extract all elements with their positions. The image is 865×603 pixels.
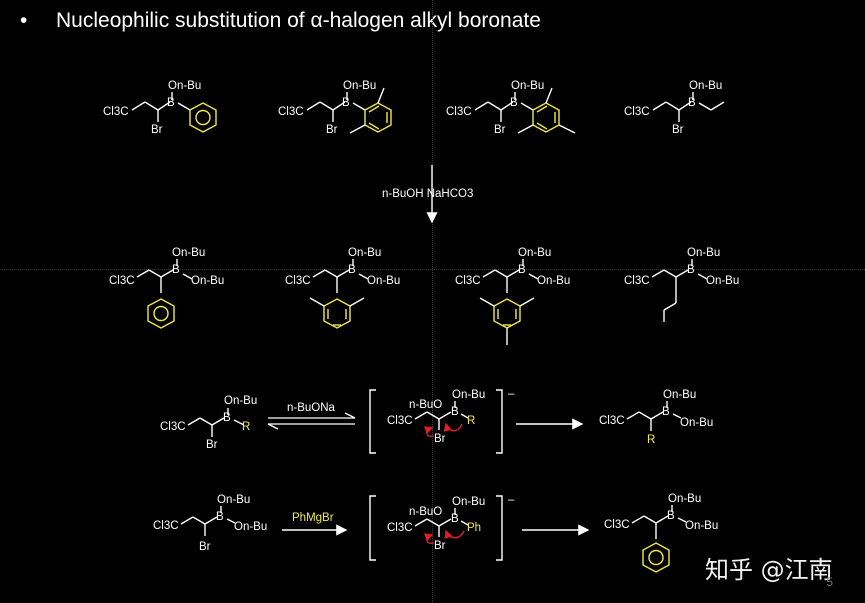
boron-label: B <box>510 97 518 109</box>
row4-substrate <box>180 506 236 536</box>
nbuo-label: n-BuO <box>409 399 442 411</box>
cl3c-label: Cl3C <box>604 519 630 531</box>
cl3c-label: Cl3C <box>624 275 650 287</box>
substrate-mesityl <box>474 87 576 134</box>
product-phenyl <box>136 259 193 329</box>
cl3c-label: Cl3C <box>285 275 311 287</box>
obu-label: On-Bu <box>234 521 267 533</box>
br-label: Br <box>434 540 446 552</box>
obu-label: On-Bu <box>348 247 381 259</box>
negative-charge: – <box>508 388 515 400</box>
br-label: Br <box>494 124 506 136</box>
cl3c-label: Cl3C <box>278 106 304 118</box>
obu-label: On-Bu <box>668 493 701 505</box>
cl3c-label: Cl3C <box>153 520 179 532</box>
bullet-point: • <box>20 9 28 32</box>
obu-label: On-Bu <box>518 247 551 259</box>
obu-label: On-Bu <box>191 275 224 287</box>
br-label: Br <box>434 433 446 445</box>
reagent-phmgbr: PhMgBr <box>292 512 334 524</box>
negative-charge: – <box>508 494 515 506</box>
boron-label: B <box>687 264 695 276</box>
slide-title: • Nucleophilic substitution of α-halogen … <box>20 9 541 33</box>
page-number: 5 <box>826 575 833 589</box>
br-label: Br <box>326 124 338 136</box>
ate-complex-r <box>369 389 503 454</box>
cl3c-label: Cl3C <box>387 522 413 534</box>
product-ethyl <box>651 259 708 322</box>
cl3c-label: Cl3C <box>455 275 481 287</box>
br-label: Br <box>206 439 218 451</box>
obu-label: On-Bu <box>680 417 713 429</box>
cl3c-label: Cl3C <box>599 415 625 427</box>
obu-label: On-Bu <box>217 494 250 506</box>
boron-label: B <box>688 97 696 109</box>
ate-complex-ph <box>369 495 503 561</box>
curved-arrow-red <box>444 529 465 540</box>
obu-label: On-Bu <box>687 247 720 259</box>
obu-label: On-Bu <box>168 80 201 92</box>
boron-label: B <box>662 406 670 418</box>
boron-label: B <box>172 264 180 276</box>
r-group-label: R <box>242 421 250 433</box>
nbuo-label: n-BuO <box>409 506 442 518</box>
obu-label: On-Bu <box>452 496 485 508</box>
boron-label: B <box>223 412 231 424</box>
row3-product <box>626 401 682 431</box>
obu-label: On-Bu <box>511 80 544 92</box>
br-label: Br <box>199 541 211 553</box>
cl3c-label: Cl3C <box>160 421 186 433</box>
title-text: Nucleophilic substitution of α-halogen a… <box>56 9 541 32</box>
boron-label: B <box>451 406 459 418</box>
cl3c-label: Cl3C <box>103 106 129 118</box>
equilibrium-arrows <box>267 412 356 430</box>
product-xylyl <box>309 259 369 329</box>
obu-label: On-Bu <box>224 395 257 407</box>
curved-arrow-red <box>424 426 435 438</box>
ph-group-label: Ph <box>467 522 481 534</box>
cl3c-label: Cl3C <box>109 275 135 287</box>
boron-label: B <box>451 513 459 525</box>
obu-label: On-Bu <box>663 389 696 401</box>
cl3c-label: Cl3C <box>387 415 413 427</box>
obu-label: On-Bu <box>689 80 722 92</box>
substrate-xylyl <box>306 87 392 134</box>
boron-label: B <box>667 510 675 522</box>
br-label: Br <box>151 124 163 136</box>
row4-product <box>631 505 687 573</box>
obu-label: On-Bu <box>706 275 739 287</box>
cl3c-label: Cl3C <box>624 106 650 118</box>
curved-arrow-red <box>424 533 435 545</box>
guide-line-vertical <box>432 0 433 603</box>
br-label: Br <box>672 124 684 136</box>
curved-arrow-red <box>443 422 463 432</box>
substrate-phenyl <box>131 92 217 133</box>
boron-label: B <box>342 97 350 109</box>
product-mesityl <box>479 259 539 345</box>
obu-label: On-Bu <box>685 520 718 532</box>
obu-label: On-Bu <box>537 275 570 287</box>
boron-label: B <box>348 264 356 276</box>
boron-label: B <box>518 264 526 276</box>
row3-substrate <box>187 408 245 437</box>
r-group-label: R <box>467 415 475 427</box>
boron-label: B <box>167 97 175 109</box>
obu-label: On-Bu <box>367 275 400 287</box>
cl3c-label: Cl3C <box>446 106 472 118</box>
obu-label: On-Bu <box>172 247 205 259</box>
obu-label: On-Bu <box>343 80 376 92</box>
reagent-nbuona: n-BuONa <box>287 402 336 414</box>
reagent-nbuoh-nahco3: n-BuOH NaHCO3 <box>382 188 473 200</box>
boron-label: B <box>216 511 224 523</box>
substrate-ethyl <box>652 92 725 122</box>
watermark: 知乎 @江南 <box>705 556 833 584</box>
obu-label: On-Bu <box>452 389 485 401</box>
r-group-label: R <box>647 434 655 446</box>
